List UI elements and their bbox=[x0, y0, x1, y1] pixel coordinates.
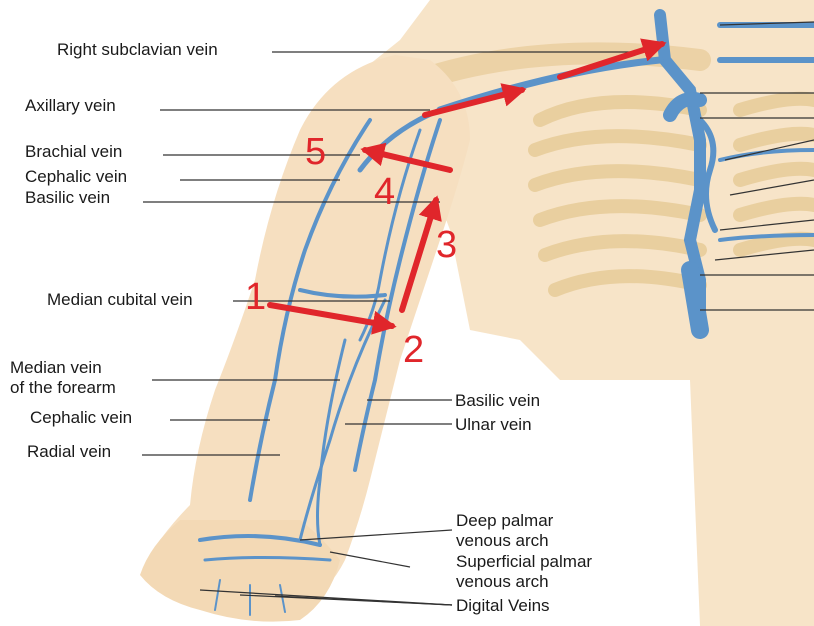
step-number-2: 2 bbox=[403, 330, 424, 370]
label-median-vein-forearm-1: Median vein bbox=[10, 358, 102, 377]
label-basilic-vein-lower: Basilic vein bbox=[455, 391, 540, 410]
step-number-5: 5 bbox=[305, 132, 326, 172]
label-deep-palmar-2: venous arch bbox=[456, 531, 549, 550]
label-brachial-vein: Brachial vein bbox=[25, 142, 122, 161]
label-median-vein-forearm-2: of the forearm bbox=[10, 378, 116, 397]
step-number-4: 4 bbox=[374, 172, 395, 212]
label-superficial-palmar-1: Superficial palmar bbox=[456, 552, 592, 571]
step-number-3: 3 bbox=[436, 225, 457, 265]
label-axillary-vein: Axillary vein bbox=[25, 96, 116, 115]
label-digital-veins: Digital Veins bbox=[456, 596, 550, 615]
label-radial-vein: Radial vein bbox=[27, 442, 111, 461]
label-deep-palmar-1: Deep palmar bbox=[456, 511, 553, 530]
label-cephalic-vein-upper: Cephalic vein bbox=[25, 167, 127, 186]
label-right-subclavian-vein: Right subclavian vein bbox=[57, 40, 218, 59]
label-superficial-palmar-2: venous arch bbox=[456, 572, 549, 591]
label-cephalic-vein-lower: Cephalic vein bbox=[30, 408, 132, 427]
label-basilic-vein-upper: Basilic vein bbox=[25, 188, 110, 207]
step-number-1: 1 bbox=[245, 277, 266, 317]
label-ulnar-vein: Ulnar vein bbox=[455, 415, 532, 434]
label-median-cubital-vein: Median cubital vein bbox=[47, 290, 193, 309]
